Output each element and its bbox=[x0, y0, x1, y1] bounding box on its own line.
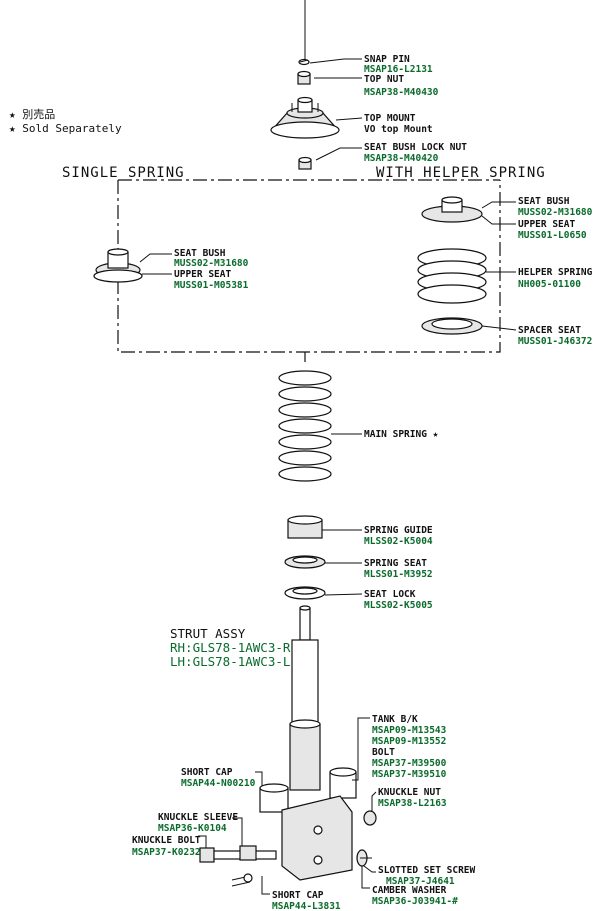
seat-bush-lock-nut-name: SEAT BUSH LOCK NUT bbox=[364, 142, 467, 153]
tank-bk-bolt-name: BOLT bbox=[372, 747, 395, 758]
knuckle-bolt-number: MSAP37-K0232 bbox=[132, 847, 201, 858]
tank-bk-bolt-number-2: MSAP37-M39510 bbox=[372, 769, 447, 780]
helper-spring-number: NH005-01100 bbox=[518, 279, 581, 290]
top-mount-name: TOP MOUNT bbox=[364, 113, 416, 124]
knuckle-sleeve-number: MSAP36-K0104 bbox=[158, 823, 227, 834]
tank-bk-number-1: MSAP09-M13543 bbox=[372, 725, 447, 736]
knuckle-sleeve-name: KNUCKLE SLEEVE bbox=[158, 812, 238, 823]
top-nut-name: TOP NUT bbox=[364, 74, 404, 85]
strut-assy-title: STRUT ASSY bbox=[170, 626, 246, 641]
spring-seat-name: SPRING SEAT bbox=[364, 558, 427, 569]
spacer-seat-part bbox=[421, 317, 483, 335]
single-seat-bush-name: SEAT BUSH bbox=[174, 248, 226, 259]
helper-spring-part bbox=[417, 248, 487, 304]
main-spring-name: MAIN SPRING ★ bbox=[364, 429, 439, 440]
slotted-set-screw-name: SLOTTED SET SCREW bbox=[378, 865, 476, 876]
slotted-set-screw-number: MSAP37-J4641 bbox=[386, 876, 455, 887]
seat-lock-number: MLSS02-K5005 bbox=[364, 600, 433, 611]
tank-bk-name: TANK B/K bbox=[372, 714, 418, 725]
single-upper-seat-number: MUSS01-M05381 bbox=[174, 280, 249, 291]
snap-pin-name: SNAP PIN bbox=[364, 54, 410, 65]
header-with-helper-spring: WITH HELPER SPRING bbox=[376, 165, 546, 181]
strut-body-part bbox=[259, 605, 357, 881]
helper-seat-bush-number: MUSS02-M31680 bbox=[518, 207, 593, 218]
seat-bush-lock-nut-number: MSAP38-M40420 bbox=[364, 153, 439, 164]
knuckle-nut-number: MSAP38-L2163 bbox=[378, 798, 447, 809]
top-mount-part bbox=[270, 96, 340, 139]
seat-lock-name: SEAT LOCK bbox=[364, 589, 416, 600]
top-nut-part bbox=[297, 70, 311, 85]
strut-assy-rh: RH:GLS78-1AWC3-R bbox=[170, 640, 291, 655]
spring-guide-name: SPRING GUIDE bbox=[364, 525, 433, 536]
seat-bush-lock-nut-part bbox=[298, 156, 312, 170]
legend-sold-separately: ★ Sold Separately bbox=[9, 122, 122, 135]
helper-spring-name: HELPER SPRING bbox=[518, 267, 593, 278]
short-cap-upper-name: SHORT CAP bbox=[181, 767, 233, 778]
top-mount-number: VO top Mount bbox=[364, 124, 433, 135]
knuckle-bolt-name: KNUCKLE BOLT bbox=[132, 835, 201, 846]
tank-bk-bolt-number-1: MSAP37-M39500 bbox=[372, 758, 447, 769]
helper-upper-seat-number: MUSS01-L0650 bbox=[518, 230, 587, 241]
main-spring-part bbox=[278, 370, 332, 482]
short-cap-upper-number: MSAP44-N00210 bbox=[181, 778, 256, 789]
single-seat-bush-number: MUSS02-M31680 bbox=[174, 258, 249, 269]
knuckle-bolt-part bbox=[199, 845, 277, 863]
knuckle-nut-name: KNUCKLE NUT bbox=[378, 787, 441, 798]
spring-seat-number: MLSS01-M3952 bbox=[364, 569, 433, 580]
camber-washer-name: CAMBER WASHER bbox=[372, 885, 447, 896]
helper-seat-bush-name: SEAT BUSH bbox=[518, 196, 570, 207]
spring-seat-part bbox=[284, 555, 326, 569]
short-cap-lower-name: SHORT CAP bbox=[272, 890, 324, 901]
seat-lock-part bbox=[284, 586, 326, 600]
legend-japanese: ★ 別売品 bbox=[9, 108, 55, 121]
snap-pin-part bbox=[298, 58, 310, 66]
spacer-seat-name: SPACER SEAT bbox=[518, 325, 581, 336]
top-nut-number: MSAP38-M40430 bbox=[364, 87, 439, 98]
slotted-set-screw-part bbox=[231, 873, 253, 887]
header-single-spring: SINGLE SPRING bbox=[62, 165, 185, 181]
snap-pin-number: MSAP16-L2131 bbox=[364, 64, 433, 75]
tank-bk-number-2: MSAP09-M13552 bbox=[372, 736, 446, 747]
spacer-seat-number: MUSS01-J46372 bbox=[518, 336, 592, 347]
camber-washer-part bbox=[356, 849, 372, 867]
single-upper-seat-name: UPPER SEAT bbox=[174, 269, 231, 280]
helper-seat-bush-part bbox=[421, 196, 483, 223]
spring-guide-part bbox=[287, 515, 323, 539]
knuckle-nut-part bbox=[363, 810, 377, 826]
strut-assy-lh: LH:GLS78-1AWC3-L bbox=[170, 654, 290, 669]
helper-upper-seat-name: UPPER SEAT bbox=[518, 219, 575, 230]
leader-lines bbox=[139, 58, 517, 895]
short-cap-lower-number: MSAP44-L3831 bbox=[272, 901, 341, 911]
camber-washer-number: MSAP36-J03941-# bbox=[372, 896, 458, 907]
spring-guide-number: MLSS02-K5004 bbox=[364, 536, 433, 547]
single-upper-seat-part bbox=[93, 269, 143, 283]
